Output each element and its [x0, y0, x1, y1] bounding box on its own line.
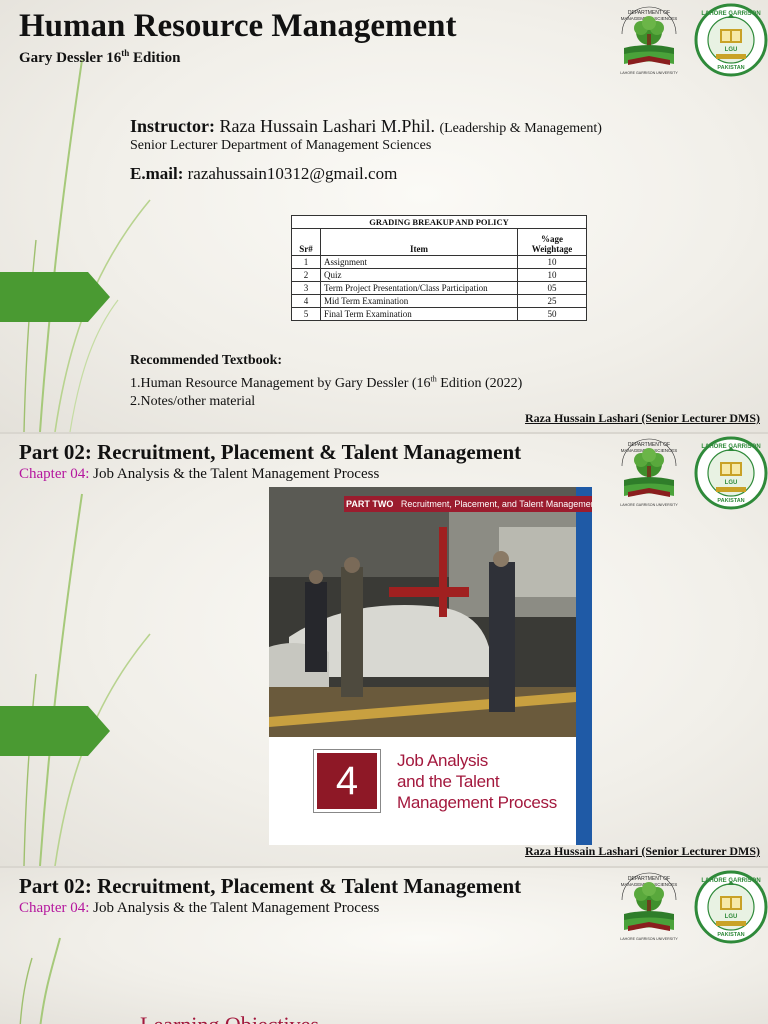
green-arrow-shape [0, 272, 110, 322]
lgu-logo [694, 436, 768, 510]
dept-logo [614, 436, 684, 512]
chapter-line: Chapter 04: Job Analysis & the Talent Ma… [19, 466, 380, 482]
slide-course-info: Human Resource Management Gary Dessler 1… [0, 0, 768, 432]
textbook-section: Recommended Textbook: 1.Human Resource M… [130, 352, 522, 411]
chapter-line: Chapter 04: Job Analysis & the Talent Ma… [19, 900, 380, 916]
chapter-cover-image: PART TWO Recruitment, Placement, and Tal… [269, 487, 592, 845]
part-title: Part 02: Recruitment, Placement & Talent… [19, 874, 522, 898]
part-band: PART TWO Recruitment, Placement, and Tal… [344, 496, 592, 512]
header-item: Item [320, 228, 518, 256]
cover-blue-bar [576, 487, 592, 845]
lgu-logo [694, 870, 768, 944]
instructor-line: Instructor: Raza Hussain Lashari M.Phil.… [130, 116, 602, 136]
slide-title: Human Resource Management [19, 8, 457, 44]
slide-footer: Raza Hussain Lashari (Senior Lecturer DM… [524, 411, 760, 425]
decorative-stems [23, 493, 151, 866]
slide-learning-objectives: Part 02: Recruitment, Placement & Talent… [0, 868, 768, 1024]
factory-photo [269, 487, 576, 737]
header-sr: Sr# [291, 228, 321, 256]
part-title: Part 02: Recruitment, Placement & Talent… [19, 440, 522, 464]
email-line: E.mail: razahussain10312@gmail.com [130, 164, 398, 183]
instructor-title: Senior Lecturer Department of Management… [130, 138, 432, 153]
email-address: razahussain10312@gmail.com [187, 164, 398, 183]
textbook-item-1: 1.Human Resource Management by Gary Dess… [130, 374, 523, 391]
slide-footer: Raza Hussain Lashari (Senior Lecturer DM… [524, 844, 760, 858]
slide-chapter-cover: Part 02: Recruitment, Placement & Talent… [0, 434, 768, 866]
chapter-number-box: 4 [313, 749, 381, 813]
dept-logo [614, 4, 684, 80]
grading-table: GRADING BREAKUP AND POLICY Sr# Item %age… [291, 215, 587, 321]
grading-caption: GRADING BREAKUP AND POLICY [291, 215, 587, 229]
slide-subtitle: Gary Dessler 16th Edition [19, 48, 181, 66]
textbook-item-2: 2.Notes/other material [130, 393, 256, 409]
lgu-logo [694, 3, 768, 77]
learning-objectives-heading: Learning Objectives [140, 1012, 319, 1024]
green-arrow-shape [0, 706, 110, 756]
dept-logo [614, 870, 684, 946]
textbook-heading: Recommended Textbook: [130, 353, 283, 368]
cover-chapter-title: Job Analysis and the Talent Management P… [397, 751, 557, 812]
